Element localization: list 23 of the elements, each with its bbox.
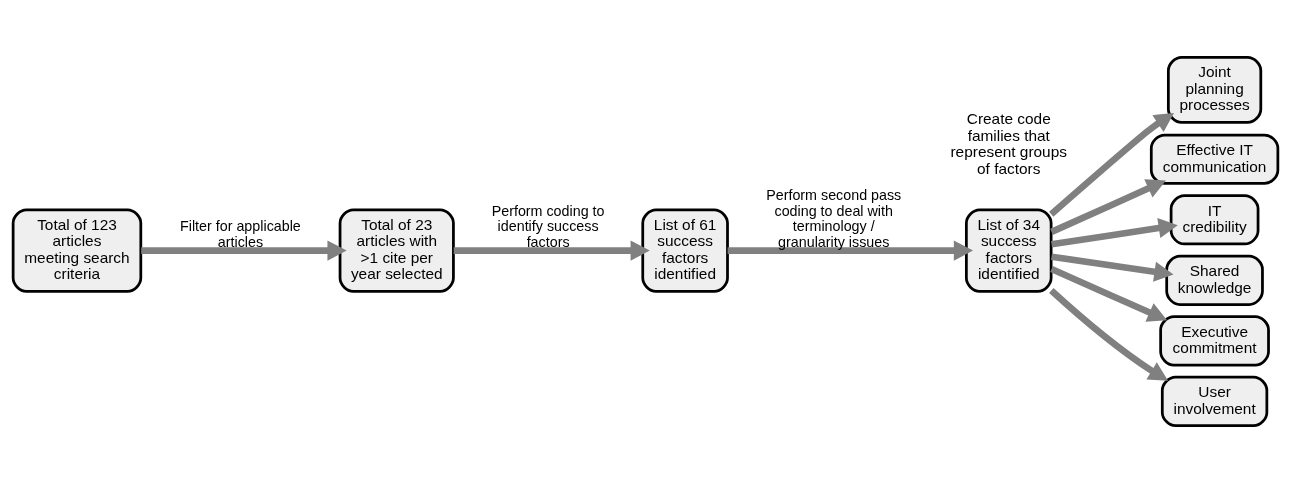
edge-label: Perform second pass coding to deal with terminology / granularity issues (766, 187, 902, 250)
edge-label: Perform coding to identify success factors (491, 202, 605, 250)
node-box: Total of 23 articles with >1 cite per year selected (338, 208, 455, 293)
edge-label: Filter for applicable articles (180, 218, 301, 250)
arrow (1050, 266, 1168, 322)
arrow (1051, 253, 1174, 282)
label: Create code families that represent groups of factors (950, 110, 1067, 177)
arrow (727, 240, 974, 261)
node-box: List of 61 success factors identified (641, 208, 729, 293)
node-box: IT credibility (1169, 194, 1260, 246)
arrow (1049, 288, 1169, 381)
arrow (1051, 218, 1178, 248)
arrow (141, 240, 347, 261)
node-box: Effective IT communication (1149, 133, 1280, 185)
arrow (1049, 112, 1174, 217)
arrow (453, 240, 650, 261)
arrow (1050, 179, 1166, 235)
node-box: Joint planning processes (1166, 56, 1263, 124)
node-box: Total of 123 articles meeting search criteria (11, 208, 143, 293)
node-box: User involvement (1160, 375, 1269, 427)
node-box: Executive commitment (1159, 315, 1270, 367)
node-box: List of 34 success factors identified (965, 208, 1053, 293)
node-box: Shared knowledge (1165, 254, 1264, 306)
